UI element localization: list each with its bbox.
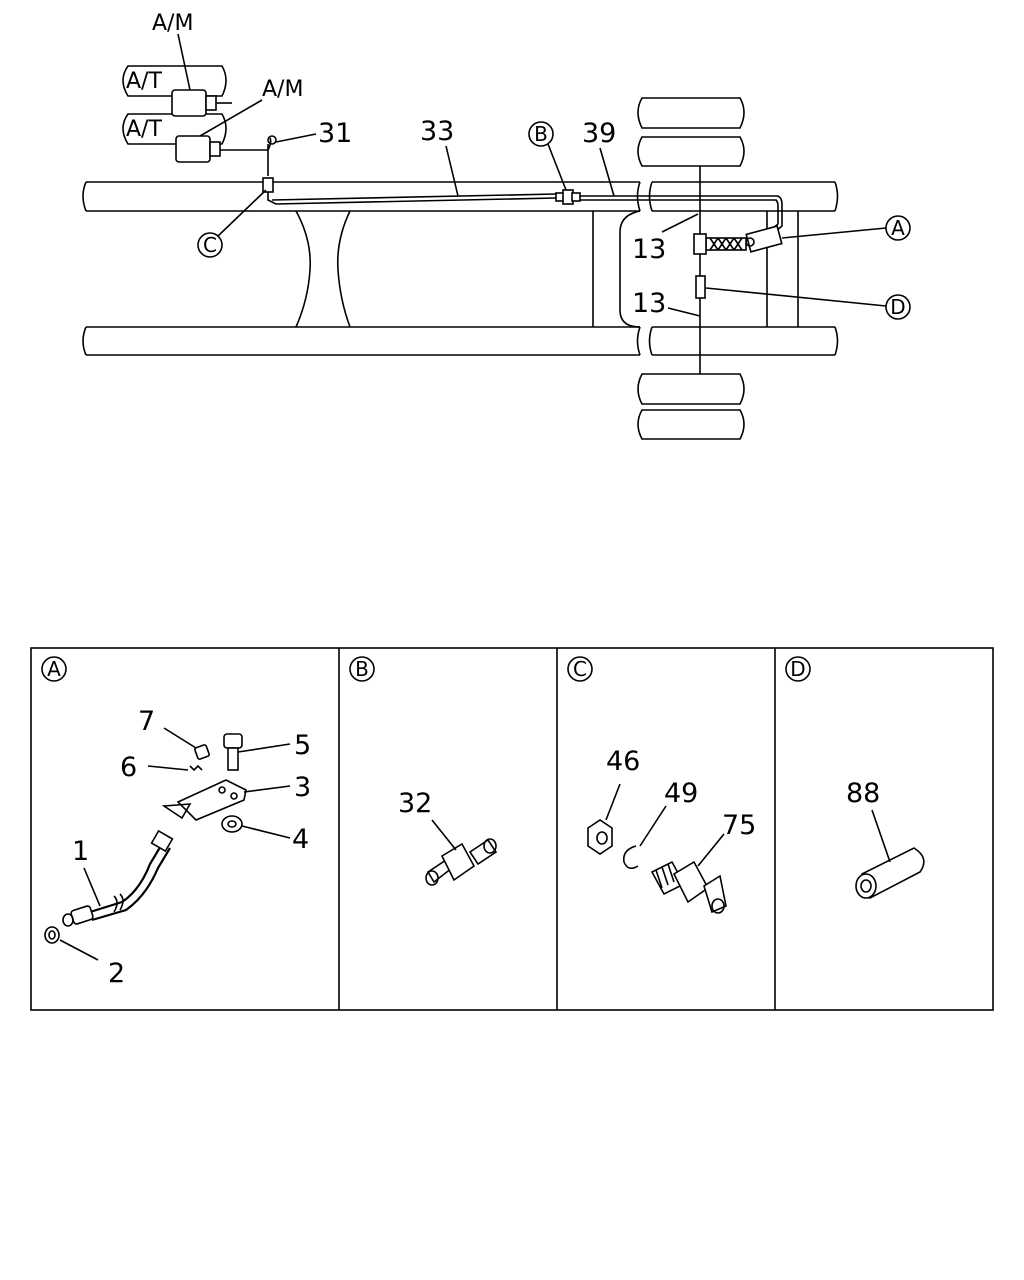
detail-panels-frame	[30, 647, 994, 1011]
panel-b-letter: B	[355, 657, 369, 681]
leader-33	[445, 145, 459, 197]
chassis-frame	[82, 181, 839, 356]
at-label-lower: A/T	[126, 117, 162, 142]
part-32-union: 32	[398, 788, 498, 886]
svg-text:75: 75	[722, 810, 756, 841]
panel-d-letter: D	[790, 657, 805, 681]
part-3-bracket: 3	[161, 772, 311, 821]
svg-text:3: 3	[294, 772, 311, 803]
panel-c-letter: C	[573, 657, 587, 681]
brake-pipe-33	[267, 192, 557, 205]
master-cylinder-lower	[175, 135, 262, 163]
detail-ref-a: A	[781, 215, 911, 241]
leader-am-lower	[199, 99, 263, 137]
part-2-washer: 2	[44, 926, 125, 989]
detail-ref-d: D	[705, 287, 911, 320]
svg-text:32: 32	[398, 788, 432, 819]
detail-ref-c: C	[197, 189, 267, 258]
callout-31: 31	[318, 118, 352, 149]
svg-text:D: D	[890, 295, 905, 319]
front-tires	[122, 65, 227, 145]
rear-tires	[637, 97, 745, 440]
part-4-nut: 4	[221, 815, 309, 855]
part-7-nut: 7	[138, 706, 210, 760]
svg-text:6: 6	[120, 752, 137, 783]
panel-a: A 7 5 6 3	[41, 656, 311, 989]
part-1-flexible-hose: 1	[62, 829, 174, 927]
svg-text:46: 46	[606, 746, 640, 777]
leader-13-lower	[667, 307, 701, 317]
at-label-upper: A/T	[126, 69, 162, 94]
svg-text:88: 88	[846, 778, 880, 809]
leader-am-upper	[177, 33, 191, 91]
svg-text:A: A	[891, 216, 905, 240]
leader-31	[275, 133, 317, 143]
brake-pipe-31	[262, 135, 277, 176]
svg-text:2: 2	[108, 958, 125, 989]
part-6-clip: 6	[120, 752, 203, 783]
callout-33: 33	[420, 116, 454, 147]
master-cylinder-upper	[171, 89, 232, 117]
part-49-clip: 49	[622, 778, 698, 870]
panel-b: B 32	[349, 656, 498, 886]
svg-text:7: 7	[138, 706, 155, 737]
svg-text:4: 4	[292, 824, 309, 855]
am-label-upper: A/M	[152, 11, 193, 36]
brake-pipe-39	[580, 195, 783, 237]
part-46-nut: 46	[587, 746, 640, 855]
svg-text:49: 49	[664, 778, 698, 809]
leader-13-upper	[661, 213, 699, 233]
svg-text:1: 1	[72, 836, 89, 867]
part-88-sleeve: 88	[846, 778, 925, 900]
part-5-bolt: 5	[223, 730, 311, 771]
union-c	[262, 177, 274, 193]
part-75-union: 75	[650, 810, 756, 914]
panel-c: C 46 49 75	[567, 656, 756, 914]
panel-d: D 88	[785, 656, 925, 900]
leader-39	[599, 147, 615, 197]
am-label-lower: A/M	[262, 77, 303, 102]
flexible-hose-assembly	[705, 225, 783, 253]
callout-39: 39	[582, 118, 616, 149]
svg-text:C: C	[203, 233, 217, 257]
panel-a-letter: A	[47, 657, 61, 681]
union-b	[555, 189, 581, 205]
svg-text:B: B	[534, 122, 548, 146]
callout-13-upper: 13	[632, 234, 666, 265]
svg-text:5: 5	[294, 730, 311, 761]
callout-13-lower: 13	[632, 288, 666, 319]
detail-ref-b: B	[528, 121, 567, 191]
axle-line	[693, 166, 707, 374]
